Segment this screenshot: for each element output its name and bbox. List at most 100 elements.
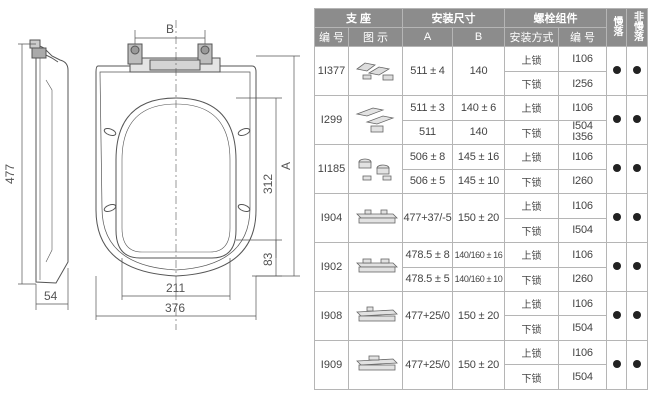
bolt-code: I106 [558, 95, 607, 121]
size-a: 511 ± 3 [402, 95, 453, 121]
header-support: 支 座 [314, 7, 403, 29]
non-slow-drop-dot [626, 291, 648, 341]
install-method: 下锁 [504, 266, 559, 293]
bolt-code: I106 [558, 339, 607, 366]
install-method: 上锁 [504, 290, 559, 317]
header-row: 支 座 安装尺寸 螺栓组件 慢落 非慢落 [314, 7, 648, 48]
size-a: 511 [402, 119, 453, 146]
hinge-code: I904 [314, 193, 349, 244]
table-row: 下锁 I504 [315, 315, 648, 341]
table-row: 下锁 I504 [315, 217, 648, 244]
non-slow-drop-dot [626, 144, 648, 195]
hinge-code: 1I185 [314, 144, 349, 195]
install-method: 上锁 [504, 242, 559, 268]
dim-b-label: B [166, 22, 174, 36]
bolt-code: I260 [558, 266, 607, 293]
hinge-code: I902 [314, 242, 349, 292]
slow-drop-dot [606, 291, 627, 341]
seat-technical-drawing: B 477 312 A 83 54 211 376 [3, 20, 300, 330]
bolt-code-primary: I504 [572, 120, 593, 133]
header-bolt-assembly: 螺栓组件 [504, 7, 607, 29]
install-method: 下锁 [504, 315, 559, 341]
subheader-bolt-code: 编 号 [558, 27, 607, 48]
size-b: 140 ± 6 [452, 95, 505, 121]
size-b: 145 ± 16 [452, 144, 505, 170]
table-row: 1I185 506 ± 8 145 ± 16 上锁 I106 [314, 144, 648, 195]
hinge-diagram [348, 46, 403, 97]
size-b: 150 ± 20 [452, 291, 505, 341]
table-row: I908 477+25/0 150 ± 20 上锁 I106 [314, 290, 648, 341]
bolt-code: I504 [558, 217, 607, 244]
hinge-code: I908 [314, 291, 349, 341]
seat-opening [115, 97, 237, 259]
subheader-a: A [402, 27, 453, 48]
bolt-code-secondary: I356 [572, 131, 593, 144]
hinge-assembly [127, 43, 221, 73]
dim-312-label: 312 [261, 174, 275, 194]
table-row: 478.5 ± 5 140/160 ± 10 下锁 I260 [315, 266, 648, 293]
size-a: 477+25/0 [402, 339, 453, 391]
subheader-install-method: 安装方式 [504, 27, 559, 48]
install-method: 下锁 [504, 70, 559, 97]
bolt-code: I260 [558, 168, 607, 195]
table-row: 下锁 I256 [315, 70, 648, 97]
install-method: 下锁 [504, 119, 559, 146]
side-view [29, 39, 69, 284]
non-slow-drop-dot [626, 242, 648, 292]
subheader-code: 编 号 [314, 27, 349, 48]
dim-376-label: 376 [165, 301, 185, 315]
bolt-code: I504 [558, 364, 607, 390]
size-b: 140/160 ± 10 [452, 266, 505, 293]
slow-drop-dot [606, 339, 627, 391]
subheader-row: 编 号 图 示 A B 安装方式 编 号 [314, 27, 648, 48]
install-method: 下锁 [504, 168, 559, 195]
non-slow-drop-dot [626, 193, 648, 244]
install-method: 上锁 [504, 46, 559, 72]
install-method: 上锁 [504, 193, 559, 219]
slow-drop-dot [606, 242, 627, 292]
slow-drop-dot [606, 95, 627, 146]
install-method: 下锁 [504, 217, 559, 244]
install-method: 下锁 [504, 364, 559, 390]
hinge-diagram [348, 95, 403, 146]
bolt-code: I106 [558, 46, 607, 72]
non-slow-drop-dot [626, 95, 648, 146]
size-a: 478.5 ± 5 [402, 266, 453, 293]
size-a: 477+37/-5 [402, 193, 453, 244]
dim-a-label: A [279, 162, 293, 170]
bolt-code: I106 [558, 290, 607, 317]
table-row: I902 478.5 ± 8 140/160 ± 16 上锁 I106 [314, 242, 648, 292]
subheader-diagram: 图 示 [348, 27, 403, 48]
header-install-size: 安装尺寸 [402, 7, 505, 29]
size-b: 140 [452, 119, 505, 146]
hinge-code: I299 [314, 95, 349, 146]
header-slow-drop: 慢落 [606, 7, 627, 48]
hinge-diagram [348, 193, 403, 244]
dim-477-label: 477 [3, 164, 17, 184]
bolt-code: I504 [558, 315, 607, 341]
size-b: 145 ± 10 [452, 168, 505, 195]
hinge-diagram [348, 291, 403, 341]
hinge-code: I909 [314, 339, 349, 391]
slow-drop-dot [606, 144, 627, 195]
slow-drop-dot [606, 193, 627, 244]
subheader-b: B [452, 27, 505, 48]
bolt-code: I106 [558, 144, 607, 170]
bolt-code: I106 [558, 193, 607, 219]
size-b: 140/160 ± 16 [452, 242, 505, 268]
dim-54-label: 54 [44, 289, 58, 303]
bolt-code: I106 [558, 242, 607, 268]
hinge-diagram [348, 339, 403, 391]
non-slow-drop-dot [626, 339, 648, 391]
size-b: 150 ± 20 [452, 193, 505, 244]
table-row: 1I377 511 ± 4 140 上锁 I106 [314, 46, 648, 97]
dim-211-label: 211 [166, 281, 185, 295]
hinge-diagram [348, 242, 403, 292]
size-b: 140 [452, 46, 505, 97]
non-slow-drop-dot [626, 46, 648, 97]
dim-83-label: 83 [261, 252, 275, 266]
hinge-diagram [348, 144, 403, 195]
hinge-code: 1I377 [314, 46, 349, 97]
